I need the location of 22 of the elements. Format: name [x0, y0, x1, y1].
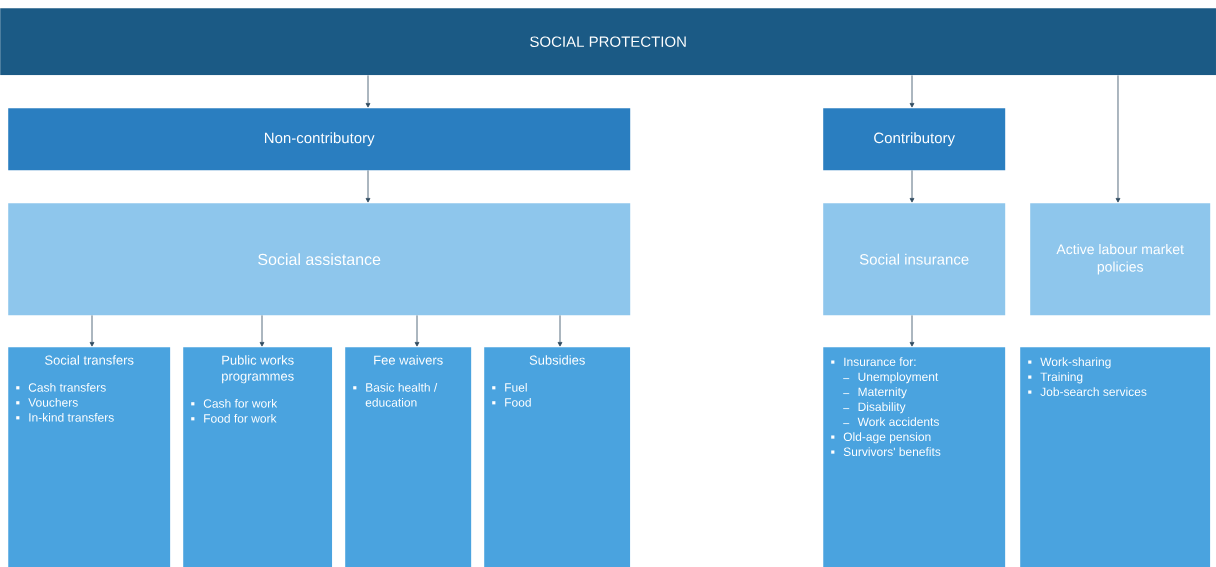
programme-box: Insurance for: Unemployment Maternity Disability Work accidents Old-age pension Survivors' benefits	[823, 347, 1006, 567]
programme-box: Work-sharing Training Job-search services	[1020, 347, 1211, 567]
branch-box: Social insurance	[823, 203, 1006, 316]
arrow	[909, 315, 915, 347]
title-bar: SOCIAL PROTECTION	[0, 8, 1216, 76]
arrow	[259, 315, 265, 347]
programme-box: Public works programmes Cash for work Food for work	[183, 347, 333, 567]
arrow	[89, 315, 95, 347]
branch-box: Social assistance	[8, 203, 631, 316]
arrow	[557, 315, 563, 347]
category-box: Contributory	[823, 108, 1006, 171]
branch-box: Active labour market policies	[1030, 203, 1211, 316]
programme-box: Fee waivers Basic health / education	[345, 347, 472, 567]
programme-box: Social transfers Cash transfers Vouchers In-kind transfers	[8, 347, 171, 567]
programme-box: Subsidies Fuel Food	[484, 347, 631, 567]
arrow	[414, 315, 420, 347]
category-box: Non-contributory	[8, 108, 631, 171]
arrow	[1115, 75, 1121, 203]
arrow	[909, 170, 915, 203]
arrow	[365, 170, 371, 203]
arrow	[909, 75, 915, 108]
arrow	[365, 75, 371, 108]
